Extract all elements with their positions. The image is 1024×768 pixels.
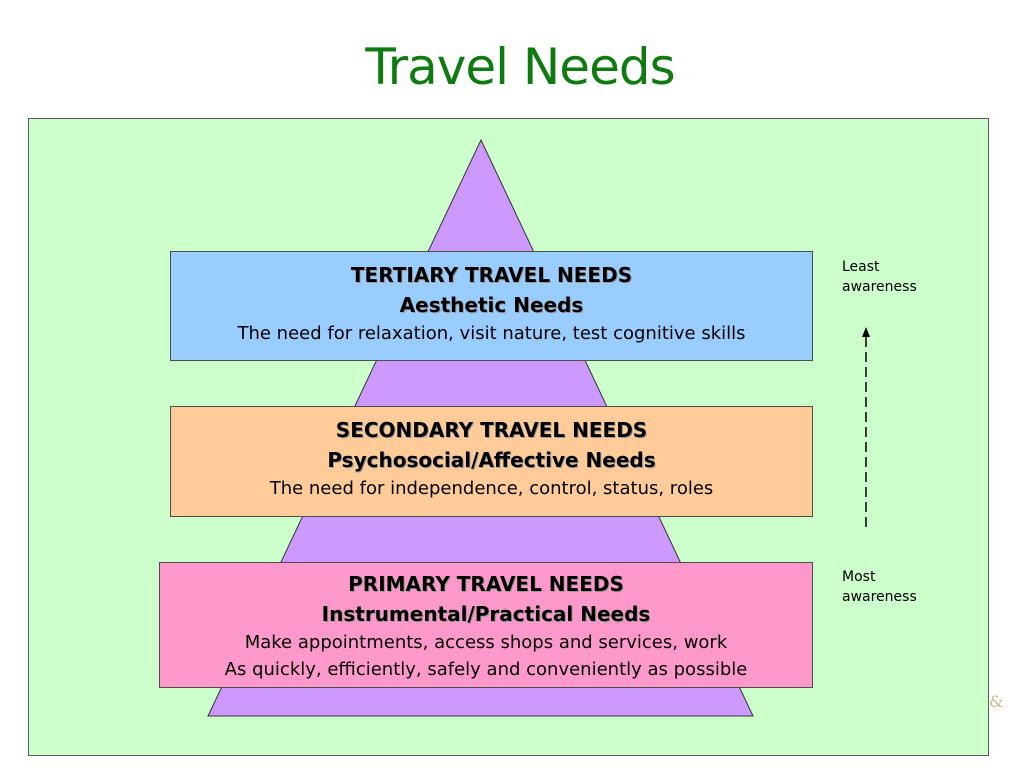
most-awareness-line-2: awareness xyxy=(842,589,917,605)
least-awareness-line-2: awareness xyxy=(842,279,917,295)
tertiary-heading: TERTIARY TRAVEL NEEDS xyxy=(350,263,633,287)
tertiary-needs-box: TERTIARY TRAVEL NEEDS Aesthetic Needs Th… xyxy=(170,251,813,361)
secondary-needs-box: SECONDARY TRAVEL NEEDS Psychosocial/Affe… xyxy=(170,406,813,517)
tertiary-description: The need for relaxation, visit nature, t… xyxy=(237,323,746,344)
primary-description-line-1: Make appointments, access shops and serv… xyxy=(244,632,728,653)
slide-title: Travel Needs xyxy=(365,38,675,96)
primary-subheading: Instrumental/Practical Needs xyxy=(321,602,651,626)
most-awareness-label: Most awareness xyxy=(842,567,952,607)
primary-description-line-2: As quickly, efficiently, safely and conv… xyxy=(224,659,748,680)
awareness-arrow-head xyxy=(862,327,870,337)
corner-mark: & xyxy=(989,692,1004,711)
least-awareness-line-1: Least xyxy=(842,259,880,275)
primary-needs-box: PRIMARY TRAVEL NEEDS Instrumental/Practi… xyxy=(159,562,813,688)
secondary-subheading: Psychosocial/Affective Needs xyxy=(327,448,656,472)
least-awareness-label: Least awareness xyxy=(842,257,952,297)
tertiary-subheading: Aesthetic Needs xyxy=(399,293,584,317)
secondary-description: The need for independence, control, stat… xyxy=(269,478,714,499)
secondary-heading: SECONDARY TRAVEL NEEDS xyxy=(335,418,648,442)
most-awareness-line-1: Most xyxy=(842,569,876,585)
primary-heading: PRIMARY TRAVEL NEEDS xyxy=(348,572,624,596)
